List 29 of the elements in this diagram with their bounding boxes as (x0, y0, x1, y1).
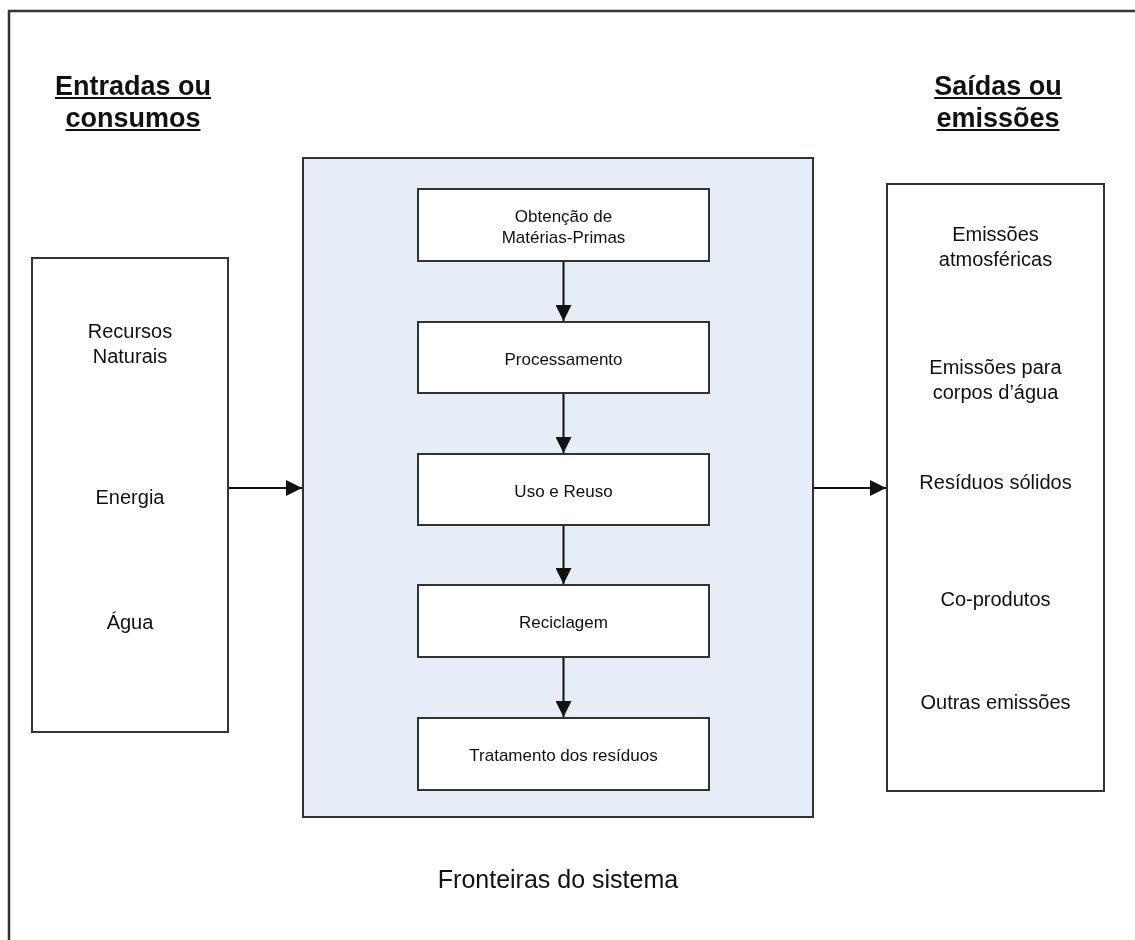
node-text: Emissões para corpos d’água (928, 355, 1063, 405)
node-text: Água (105, 609, 155, 635)
arrow (555, 393, 572, 454)
input-box (31, 257, 229, 733)
process-box (417, 188, 710, 262)
caption-text: Fronteiras do sistema (436, 865, 680, 894)
node-text: Processamento (503, 349, 624, 371)
node-text: Co-produtos (939, 586, 1052, 612)
node-text: Energia (94, 484, 166, 510)
node-text: Resíduos sólidos (918, 469, 1073, 495)
arrow (555, 525, 572, 585)
process-box (417, 584, 710, 658)
arrow (228, 480, 303, 496)
column-heading: Entradas ou consumos (54, 70, 212, 135)
arrow (813, 480, 887, 496)
node-text: Uso e Reuso (513, 481, 614, 503)
arrow (555, 657, 572, 718)
node-text: Emissões atmosféricas (937, 222, 1054, 272)
process-box (417, 717, 710, 791)
output-box (886, 183, 1105, 792)
node-text: Outras emissões (919, 689, 1072, 715)
node-text: Recursos Naturais (86, 319, 174, 369)
node-text: Reciclagem (518, 612, 609, 634)
arrow (555, 261, 572, 322)
node-text: Obtenção de Matérias-Primas (500, 205, 627, 249)
node-text: Tratamento dos resíduos (468, 745, 659, 767)
process-box (417, 453, 710, 526)
column-heading: Saídas ou emissões (933, 70, 1063, 135)
process-box (417, 321, 710, 394)
